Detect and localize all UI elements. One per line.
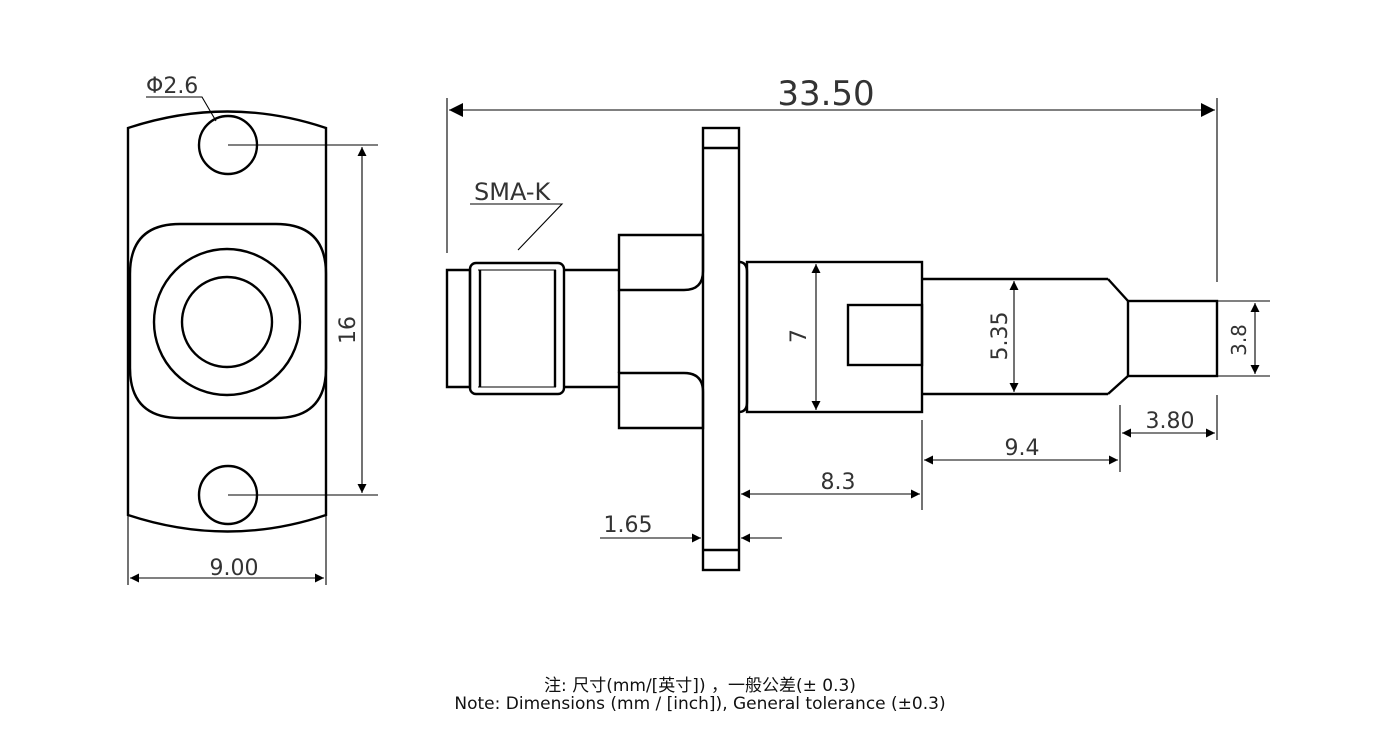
dim-hole-diameter: Φ2.6 xyxy=(146,74,198,99)
dim-flange-thickness: 1.65 xyxy=(604,513,653,538)
note-chinese: 注: 尺寸(mm/[英寸]) ，一般公差(± 0.3) xyxy=(544,676,856,696)
note-english: Note: Dimensions (mm / [inch]), General … xyxy=(454,694,946,714)
dim-body-diameter: 7 xyxy=(787,329,812,343)
slot xyxy=(846,303,924,367)
front-view: 16 9.00 Φ2.6 xyxy=(126,74,378,585)
hub-lower xyxy=(617,371,705,430)
dim-pin-diameter: 5.35 xyxy=(988,312,1013,361)
dim-tip-diameter: 3.8 xyxy=(1227,324,1251,356)
dim-flange-width: 9.00 xyxy=(210,556,259,581)
side-view: 33.50 SMA-K 7 5.35 3.8 3.80 9.4 8.3 1.65 xyxy=(445,74,1270,572)
dim-tip-length: 3.80 xyxy=(1146,409,1195,434)
hub xyxy=(617,233,705,292)
outer-ring xyxy=(152,247,302,397)
sma-thread-body xyxy=(468,261,566,396)
dim-body-length: 8.3 xyxy=(821,470,856,495)
dim-hole-spacing: 16 xyxy=(336,316,361,344)
flange-square-body xyxy=(128,222,328,420)
connector-label: SMA-K xyxy=(474,178,551,206)
dim-overall-length: 33.50 xyxy=(777,74,874,114)
rear-body xyxy=(738,260,749,414)
sma-cap xyxy=(445,268,472,389)
dim-mid-length: 9.4 xyxy=(1005,436,1040,461)
body-cylinder xyxy=(745,260,924,414)
inner-bore xyxy=(180,275,274,369)
flange-plate xyxy=(701,126,741,572)
pin-tip xyxy=(1126,299,1219,378)
